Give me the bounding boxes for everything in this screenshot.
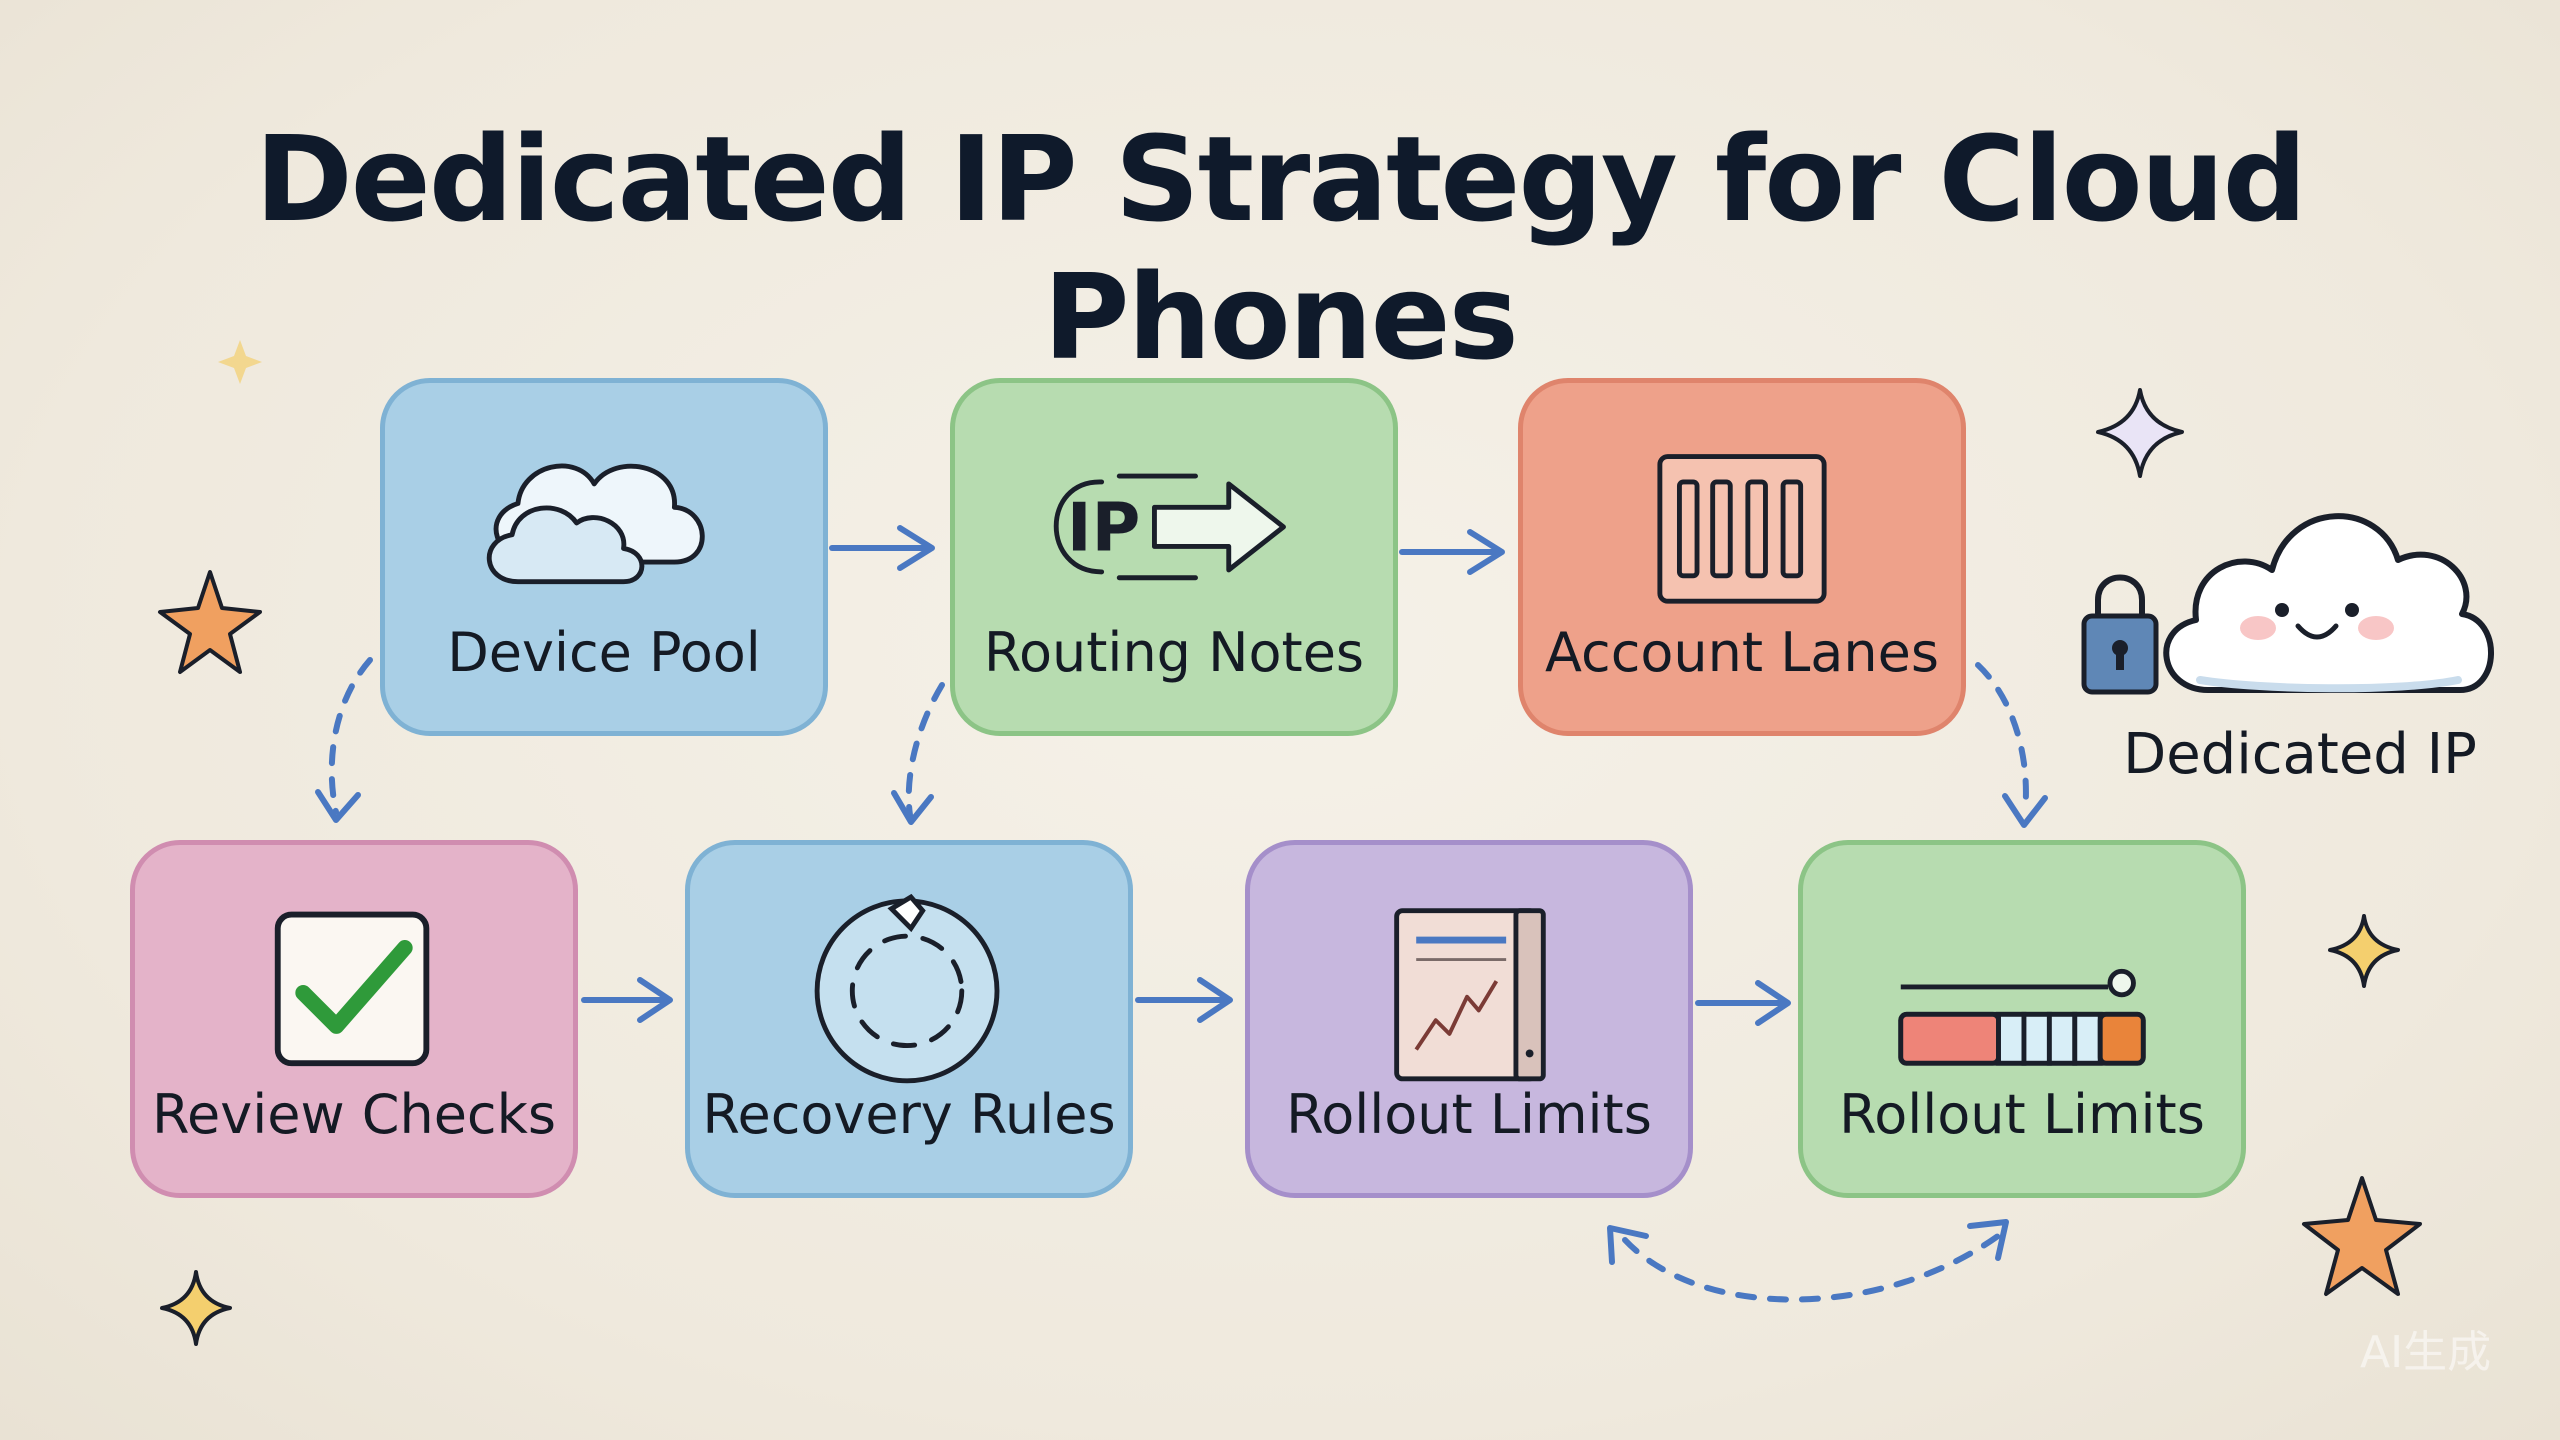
report-chart-icon [1394, 908, 1546, 1082]
node-label: Review Checks [151, 1083, 557, 1146]
dashed-arrowhead-recovery [891, 790, 934, 825]
cloud-icon [486, 463, 705, 585]
star-icon [2302, 1176, 2422, 1296]
sparkle-icon [160, 1270, 232, 1346]
node-routing-notes: IP Routing Notes [950, 378, 1398, 736]
lanes-icon [1657, 454, 1827, 604]
svg-text:IP: IP [1067, 488, 1140, 566]
node-label: Routing Notes [983, 621, 1365, 684]
arrow-recovery-to-rollout [1135, 977, 1233, 1023]
dashed-arrowhead-rollout [2002, 793, 2048, 828]
limit-bar-icon [1898, 968, 2146, 1066]
sparkle-icon [2096, 388, 2184, 478]
sparkle-icon [218, 340, 262, 384]
node-label: Rollout Limits [1839, 1083, 2205, 1146]
node-rollout-limits-report: Rollout Limits [1245, 840, 1693, 1198]
node-rollout-limits-bar: Rollout Limits [1798, 840, 2246, 1198]
dashed-arrowhead-review [315, 789, 361, 823]
node-account-lanes: Account Lanes [1518, 378, 1966, 736]
arrow-routing-to-account [1399, 529, 1505, 575]
dashed-arrow-device-to-review [328, 657, 373, 815]
arrow-device-to-routing [829, 525, 935, 571]
node-label: Recovery Rules [702, 1083, 1116, 1146]
dashed-loop-rollout-to-rollout [1622, 1233, 2001, 1303]
dashed-arrow-account-to-rollout [1975, 662, 2029, 815]
node-label: Device Pool [447, 621, 761, 684]
node-review-checks: Review Checks [130, 840, 578, 1198]
arrow-rollout-to-rollout [1695, 980, 1791, 1026]
dashed-loop-arrowhead-right [1967, 1219, 2009, 1261]
star-icon [158, 570, 262, 674]
node-recovery-rules: Recovery Rules [685, 840, 1133, 1198]
watermark: AI生成 [2360, 1327, 2492, 1378]
sparkle-icon [2328, 914, 2400, 988]
arrow-review-to-recovery [581, 977, 673, 1023]
ip-arrow-icon: IP [1053, 473, 1286, 581]
dashed-loop-arrowhead-left [1607, 1225, 1649, 1265]
page-title: Dedicated IP Strategy for Cloud Phones [254, 110, 2307, 386]
dedicated-ip-label: Dedicated IP [2123, 722, 2477, 787]
smiling-cloud-icon [2163, 513, 2494, 693]
checkmark-icon [274, 911, 430, 1067]
padlock-icon [2081, 574, 2159, 695]
node-device-pool: Device Pool [380, 378, 828, 736]
recovery-cycle-icon [814, 893, 1000, 1084]
node-label: Account Lanes [1545, 621, 1939, 684]
dashed-arrow-routing-to-recovery [905, 682, 945, 818]
node-label: Rollout Limits [1286, 1083, 1652, 1146]
